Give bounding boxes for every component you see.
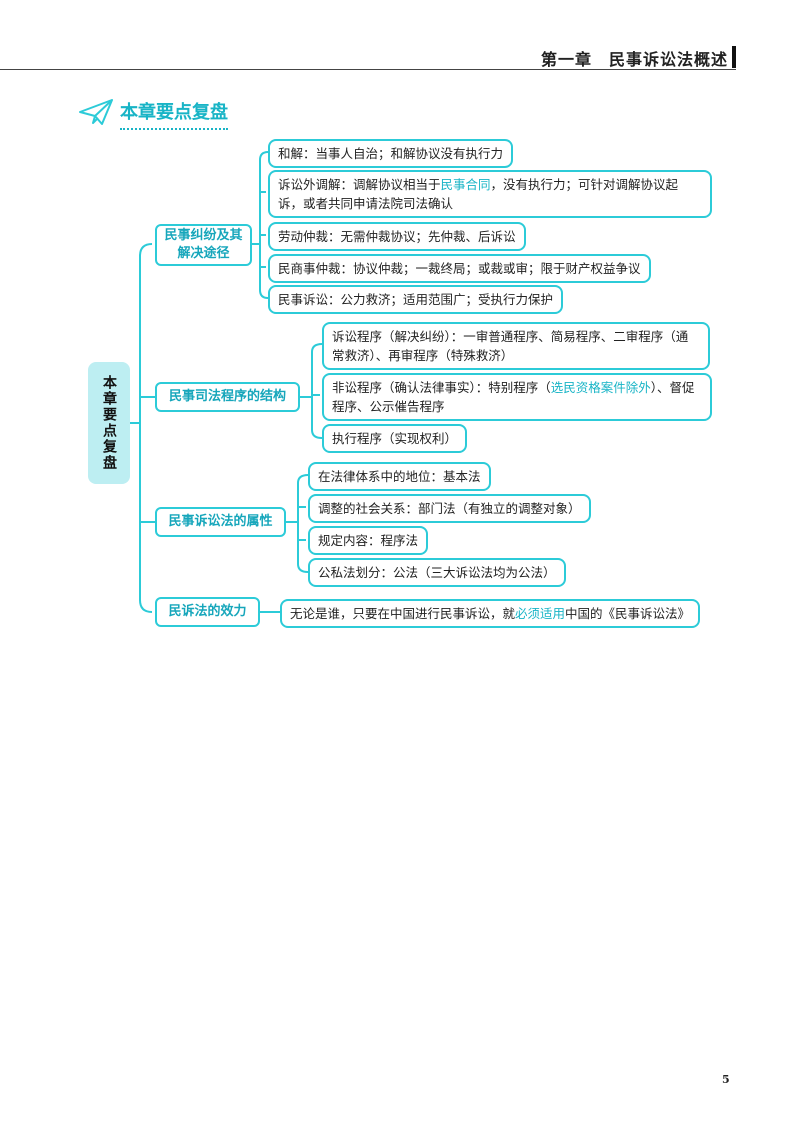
branch-law-attributes: 民事诉讼法的属性	[155, 507, 286, 537]
leaf-litigation-procedure: 诉讼程序（解决纠纷）：一审普通程序、简易程序、二审程序（通常救济）、再审程序（特…	[322, 322, 710, 370]
branch-label: 民事诉讼法的属性	[168, 514, 273, 529]
leaf-department-law: 调整的社会关系：部门法（有独立的调整对象）	[308, 494, 591, 523]
leaf-basic-law: 在法律体系中的地位：基本法	[308, 462, 491, 491]
leaf-enforcement-procedure: 执行程序（实现权利）	[322, 424, 468, 453]
leaf-public-law: 公私法划分：公法（三大诉讼法均为公法）	[308, 558, 566, 587]
branch-label: 民诉法的效力	[168, 604, 247, 619]
leaf-mediation: 诉讼外调解：调解协议相当于民事合同，没有执行力；可针对调解协议起诉，或者共同申请…	[268, 170, 712, 218]
page-number: 5	[722, 1073, 730, 1086]
branch-label: 民事司法程序的结构	[168, 389, 286, 404]
leaf-commercial-arbitration: 民商事仲裁：协议仲裁；一裁终局；或裁或审；限于财产权益争议	[268, 254, 651, 283]
header-bar	[732, 46, 736, 68]
leaf-mandatory-application: 无论是谁，只要在中国进行民事诉讼，就必须适用中国的《民事诉讼法》	[280, 599, 701, 628]
header-rule	[0, 69, 736, 70]
branch-label: 民事纠纷及其解决途径	[164, 228, 243, 261]
section-heading: 本章要点复盘	[78, 98, 228, 130]
branch-procedure-structure: 民事司法程序的结构	[155, 382, 300, 412]
section-title: 本章要点复盘	[120, 98, 228, 130]
leaf-reconciliation: 和解：当事人自治；和解协议没有执行力	[268, 139, 514, 168]
branch-law-effect: 民诉法的效力	[155, 597, 260, 627]
chapter-title: 第一章 民事诉讼法概述	[540, 50, 728, 69]
leaf-labor-arbitration: 劳动仲裁：无需仲裁协议；先仲裁、后诉讼	[268, 222, 526, 251]
mindmap-root: 本章要点复盘	[88, 362, 130, 484]
root-label: 本章要点复盘	[101, 375, 117, 471]
highlight-voter-qualification: 选民资格案件除外	[550, 380, 651, 395]
highlight-civil-contract: 民事合同	[440, 177, 491, 192]
leaf-procedural-law: 规定内容：程序法	[308, 526, 429, 555]
paper-plane-icon	[78, 98, 114, 130]
leaf-civil-litigation: 民事诉讼：公力救济；适用范围广；受执行力保护	[268, 285, 564, 314]
branch-dispute-resolution: 民事纠纷及其解决途径	[155, 224, 252, 266]
highlight-must-apply: 必须适用	[515, 606, 566, 621]
leaf-non-litigation-procedure: 非讼程序（确认法律事实）：特别程序（选民资格案件除外）、督促程序、公示催告程序	[322, 373, 712, 421]
